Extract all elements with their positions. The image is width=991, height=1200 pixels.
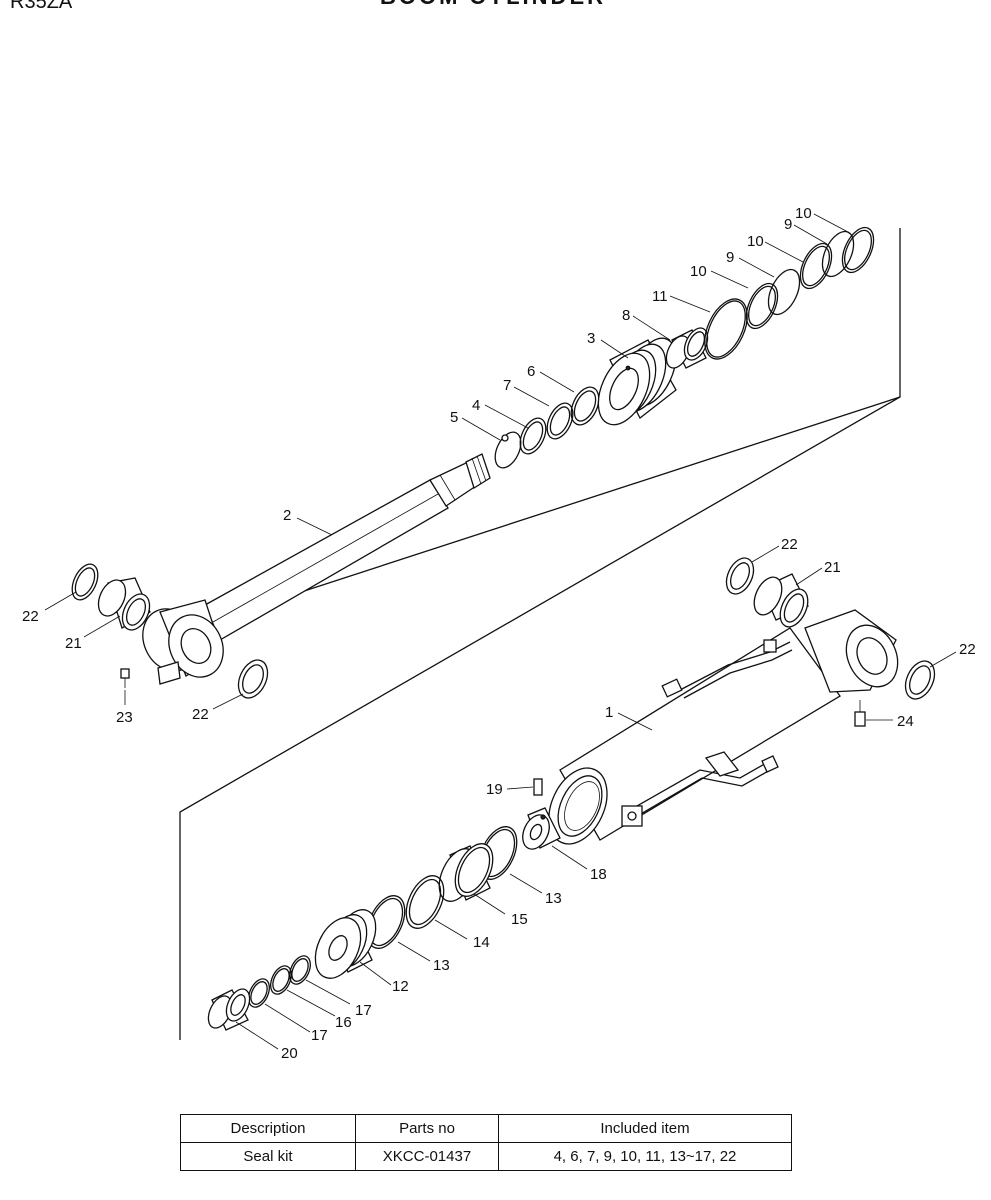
- backup-ring-10-b: [799, 242, 833, 290]
- callout-2: 2: [283, 507, 291, 524]
- table-row: Seal kit XKCC-01437 4, 6, 7, 9, 10, 11, …: [180, 1142, 792, 1171]
- callout-8: 8: [622, 307, 630, 324]
- header-description: Description: [180, 1114, 356, 1143]
- callout-22-upper-left: 22: [22, 608, 39, 625]
- callout-19: 19: [486, 781, 503, 798]
- callout-10-c: 10: [795, 205, 812, 222]
- backup-ring-10-a-inner: [748, 285, 776, 327]
- grease-nipple-24: [854, 700, 866, 727]
- callout-22-lower-right: 22: [959, 641, 976, 658]
- callout-10-b: 10: [747, 233, 764, 250]
- backup-ring-10-c: [841, 226, 875, 274]
- callout-14: 14: [473, 934, 490, 951]
- callout-22-lower-top: 22: [781, 536, 798, 553]
- callout-13-b: 13: [433, 957, 450, 974]
- o-ring-6: [570, 386, 600, 426]
- bushing-8: [665, 327, 709, 369]
- backup-ring-10-c-inner: [844, 229, 872, 271]
- callout-9-b: 9: [784, 216, 792, 233]
- callout-7: 7: [503, 377, 511, 394]
- frame-upper-edge: [214, 396, 901, 621]
- callout-22-upper-right: 22: [192, 706, 209, 723]
- callout-3: 3: [587, 330, 595, 347]
- backup-ring-10-a: [745, 282, 779, 330]
- callout-17-b: 17: [311, 1027, 328, 1044]
- backup-ring-7-inner: [549, 406, 571, 436]
- callout-21-upper: 21: [65, 635, 82, 652]
- callout-24: 24: [897, 713, 914, 730]
- callout-9-a: 9: [726, 249, 734, 266]
- dust-seal-ring-lower-right: [904, 660, 936, 700]
- header-parts-no: Parts no: [355, 1114, 499, 1143]
- retaining-ring-4-inner: [522, 421, 544, 451]
- piston-seal-15: [438, 843, 494, 902]
- cell-included-item: 4, 6, 7, 9, 10, 11, 13~17, 22: [498, 1142, 792, 1171]
- callout-numbers: 2 3 4 5 6 7 8 9 9 10 10 10 11 22 21 22 2…: [22, 205, 976, 1062]
- exploded-view-frame: [179, 228, 901, 1040]
- o-ring-11-inner: [706, 300, 746, 358]
- o-ring-11: [704, 298, 748, 360]
- backup-ring-14: [405, 875, 445, 929]
- grease-nipple-23: [120, 668, 130, 688]
- callout-10-a: 10: [690, 263, 707, 280]
- cylinder-head-eye: [804, 609, 899, 693]
- seal-kit-table: Description Parts no Included item Seal …: [180, 1114, 792, 1171]
- callout-1: 1: [605, 704, 613, 721]
- rod-cover-gland: [597, 337, 677, 426]
- piston-12: [314, 909, 377, 979]
- retaining-ring-4: [519, 417, 547, 455]
- hydraulic-pipe-upper: [661, 639, 793, 699]
- callout-6: 6: [527, 363, 535, 380]
- set-screw-19: [533, 778, 543, 796]
- callout-11: 11: [652, 288, 668, 305]
- o-ring-6-inner: [573, 390, 597, 422]
- callout-20: 20: [281, 1045, 298, 1062]
- o-ring-9-a: [767, 268, 801, 316]
- callout-21-lower: 21: [824, 559, 841, 576]
- dust-seal-ring-upper-right: [237, 659, 269, 699]
- hydraulic-pipe-lower: [621, 751, 779, 827]
- page-title: BOOM CYLINDER: [380, 0, 606, 10]
- cylinder-tube: [548, 627, 855, 845]
- piston-rod: [204, 453, 491, 641]
- callout-15: 15: [511, 911, 528, 928]
- leader-lines: [44, 213, 957, 1050]
- backup-ring-7: [546, 402, 574, 440]
- model-code: R35ZA: [10, 0, 73, 13]
- table-header-row: Description Parts no Included item: [180, 1114, 792, 1143]
- header-included-item: Included item: [498, 1114, 792, 1143]
- dust-seal-ring-upper-left: [71, 563, 99, 601]
- piston-nut-18: [522, 807, 561, 850]
- o-ring-17-b: [248, 978, 270, 1008]
- callout-18: 18: [590, 866, 607, 883]
- bushing-lower-right: [753, 573, 809, 628]
- dust-seal-ring-lower-top: [725, 557, 755, 595]
- backup-ring-10-b-inner: [802, 245, 830, 287]
- callout-16: 16: [335, 1014, 352, 1031]
- bushing-upper-left: [97, 577, 151, 631]
- cell-parts-no: XKCC-01437: [355, 1142, 499, 1171]
- callout-17-a: 17: [355, 1002, 372, 1019]
- callout-23: 23: [116, 709, 133, 726]
- bushing-20: [207, 988, 251, 1031]
- o-ring-17-a: [289, 955, 311, 985]
- backup-ring-16-inner: [272, 968, 290, 992]
- callout-5: 5: [450, 409, 458, 426]
- o-ring-9-b: [821, 230, 855, 278]
- backup-ring-14-inner: [408, 878, 442, 926]
- callout-13-a: 13: [545, 890, 562, 907]
- rod-eye: [142, 599, 224, 685]
- o-ring-17-a-inner: [291, 958, 309, 982]
- backup-ring-16: [270, 965, 292, 995]
- cell-description: Seal kit: [180, 1142, 356, 1171]
- callout-12: 12: [392, 978, 409, 995]
- o-ring-17-b-inner: [250, 981, 268, 1005]
- callout-4: 4: [472, 397, 480, 414]
- snap-ring-5: [494, 431, 522, 469]
